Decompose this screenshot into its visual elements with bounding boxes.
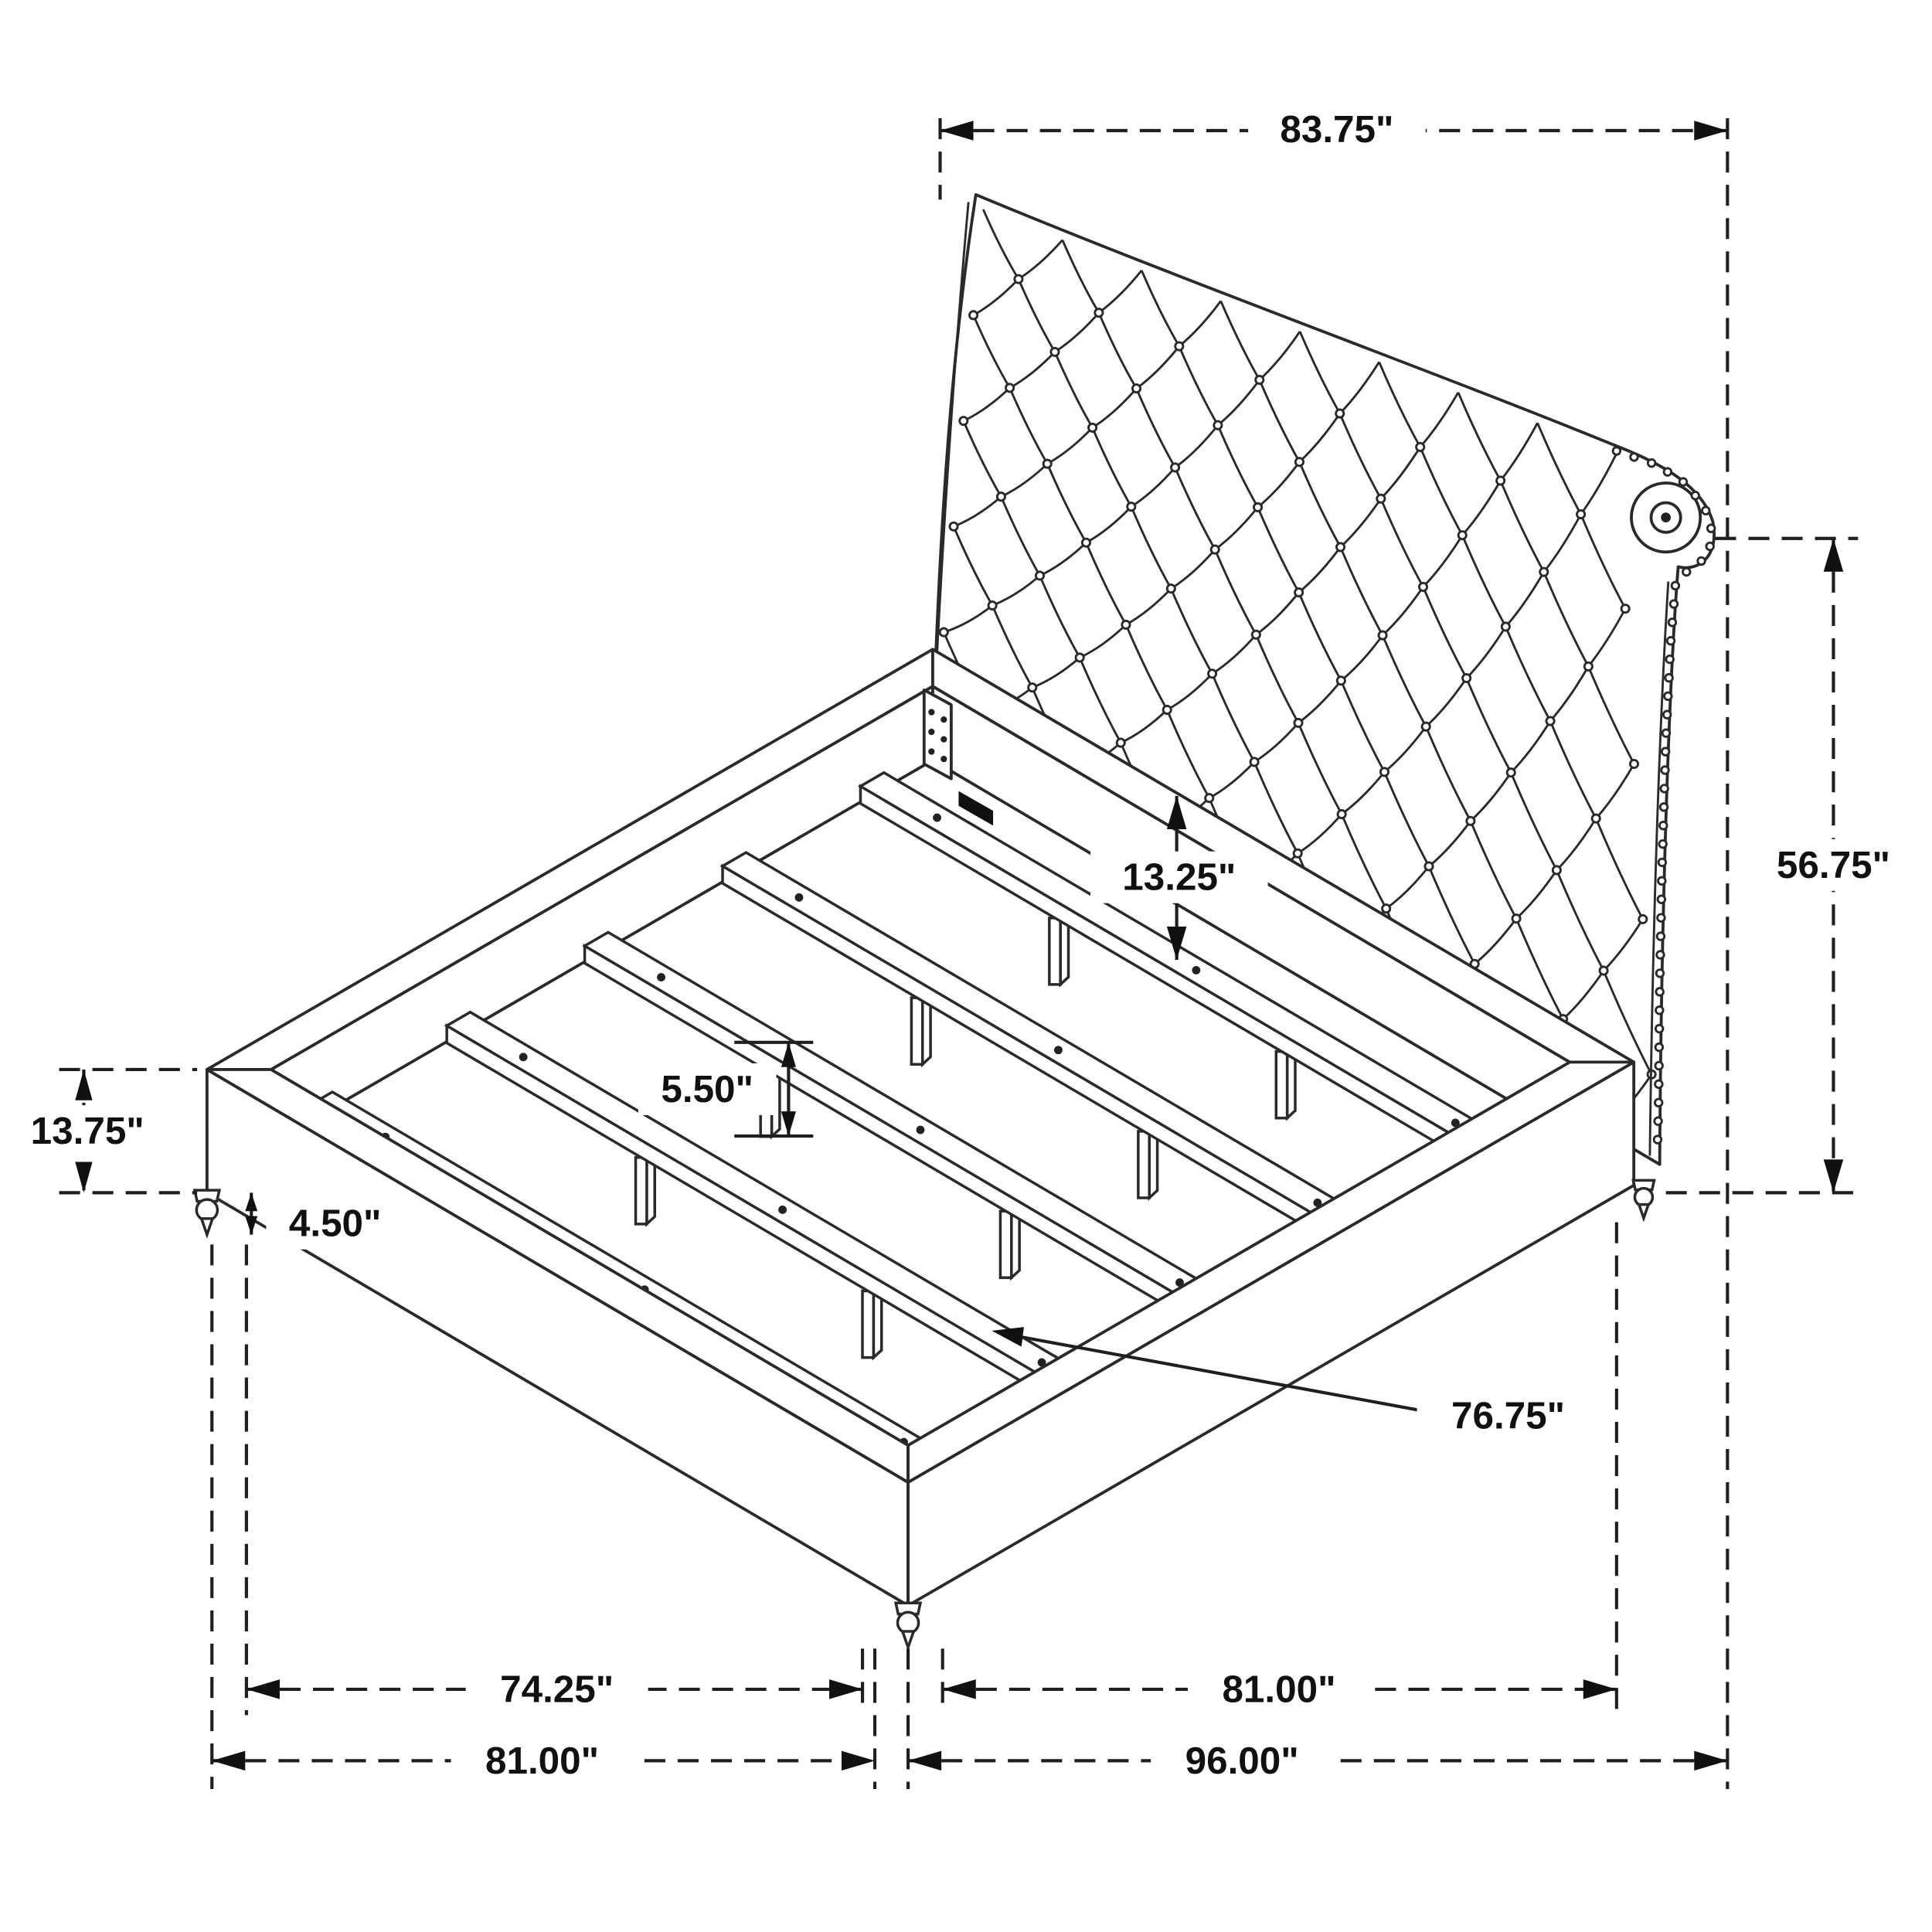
label-bg — [638, 1063, 777, 1115]
arrow — [781, 1111, 796, 1137]
dim-side-rail-height: 13.75" — [5, 1067, 198, 1195]
dim-slat-support-height: 5.50" — [638, 1040, 814, 1138]
dim-label-headboard-height: 56.75" — [1777, 844, 1890, 886]
dim-label-headboard-width: 83.75" — [1280, 108, 1393, 151]
dim-label-width-outer: 96.00" — [1185, 1740, 1299, 1782]
dim-leg-height: 4.50" — [245, 1192, 404, 1250]
dim-label-side-inner-length: 74.25" — [500, 1668, 614, 1710]
arrow — [829, 1679, 863, 1699]
dimensions: 83.75" 56.75" 13.25" 5.50" — [5, 103, 1923, 1790]
arrow — [781, 1042, 796, 1067]
rail-left-front-outer-face — [205, 1068, 910, 1607]
label-bg — [5, 1105, 171, 1158]
dim-label-slat-support-height: 5.50" — [661, 1068, 753, 1111]
dim-width-inner: 81.00" — [940, 1222, 1618, 1716]
arrow — [1166, 926, 1187, 961]
dim-slat-length: 76.75" — [992, 1327, 1600, 1442]
arrow — [212, 1750, 246, 1771]
label-bg — [1090, 851, 1268, 903]
dim-headboard-width: 83.75" — [938, 103, 1730, 1790]
label-bg — [1248, 103, 1426, 155]
rail-right-front-top — [906, 1060, 1636, 1484]
label-bg — [1151, 1734, 1334, 1787]
label-bg — [1187, 1663, 1370, 1716]
label-bg — [465, 1663, 648, 1716]
headboard-left-edge — [934, 202, 970, 690]
dim-side-inner-length: 74.25" — [244, 1244, 865, 1716]
arrow — [75, 1162, 93, 1193]
nailhead-trim — [1611, 446, 1716, 1145]
arrow — [992, 1327, 1024, 1347]
dim-headboard-to-slats: 13.25" — [1090, 795, 1268, 961]
dim-label-width-inner: 81.00" — [1222, 1668, 1335, 1710]
label-bg — [1417, 1389, 1600, 1442]
rail-left-front-top — [205, 1068, 910, 1484]
arrow — [1823, 538, 1844, 572]
headboard — [931, 193, 1716, 1166]
arrow — [1694, 121, 1728, 141]
dim-side-outer-length: 81.00" — [210, 1244, 877, 1790]
arrow — [245, 1216, 258, 1235]
leader-line — [1000, 1332, 1430, 1414]
arrow — [942, 1679, 976, 1699]
label-bg — [266, 1197, 404, 1250]
nailhead-band-line — [1648, 581, 1670, 1156]
dim-label-slat-length: 76.75" — [1451, 1394, 1565, 1437]
arrow — [1823, 1159, 1844, 1193]
dim-label-leg-height: 4.50" — [289, 1202, 382, 1245]
rail-left-back-top — [205, 648, 934, 1071]
arrow — [245, 1192, 258, 1212]
arrow — [1694, 1750, 1728, 1771]
arrow — [1583, 1679, 1617, 1699]
arrow — [841, 1750, 876, 1771]
headboard-bracket — [922, 688, 994, 826]
arrow — [908, 1750, 942, 1771]
bracket-slot — [958, 791, 994, 826]
legs — [192, 1179, 1656, 1652]
label-bg — [1744, 838, 1923, 891]
dim-label-side-outer-length: 81.00" — [485, 1740, 599, 1782]
bed-frame — [192, 648, 1656, 1652]
dim-width-outer: 96.00" — [906, 1648, 1728, 1790]
arrow — [1166, 795, 1187, 830]
label-bg — [451, 1734, 634, 1787]
scroll-roll-center — [1661, 512, 1671, 523]
dim-headboard-height: 56.75" — [1665, 536, 1923, 1195]
arrow — [75, 1069, 93, 1100]
arrow — [940, 121, 974, 141]
arrow — [246, 1679, 280, 1699]
dim-label-side-rail-height: 13.75" — [31, 1110, 145, 1152]
dim-label-headboard-to-slats: 13.25" — [1122, 856, 1236, 899]
